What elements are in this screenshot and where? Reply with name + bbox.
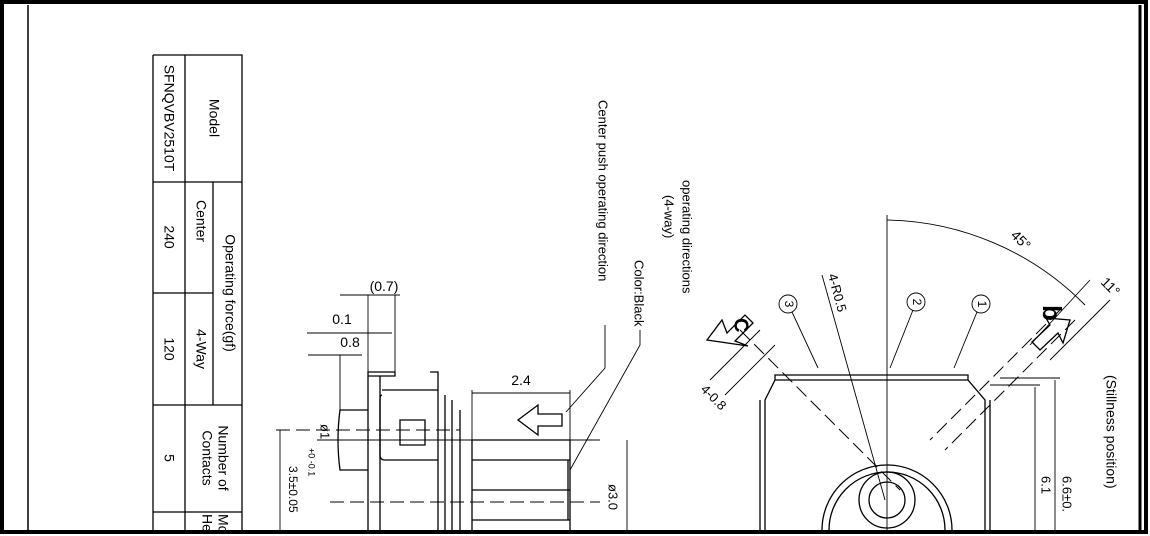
dim-d3-0: ø3.0 [606, 484, 621, 510]
contacts-header-line1: Number of [215, 425, 231, 490]
next-header-line2: He [199, 514, 215, 532]
contacts-header-line2: Contacts [199, 430, 215, 485]
operating-directions-line2: (4-way) [662, 195, 677, 238]
center-push-arrow-icon [516, 403, 563, 437]
pin-marker-1: 1 [971, 294, 991, 314]
svg-text:1: 1 [975, 301, 989, 308]
dim-0-8: 0.8 [340, 334, 360, 350]
chamfer-label: 4-0.8 [698, 382, 730, 414]
spec-table: Model SFNQVBV2510T Operating force(gf) C… [152, 54, 243, 534]
direction-c-arrow-icon [705, 314, 754, 347]
direction-b-label: b [1037, 305, 1067, 321]
angle-11-label: 11° [1098, 274, 1124, 300]
top-view: 3 2 1 operating directions (4-way) C b 4… [662, 180, 1124, 531]
pin-marker-2: 2 [906, 292, 926, 312]
operating-directions-line1: operating directions [680, 180, 695, 294]
side-view: (0.7) 0.1 0.8 2.4 ø1 +0 -0.1 3.5±0.05 ø3… [276, 100, 647, 530]
dim-0-1: 0.1 [332, 311, 352, 327]
dim-6-1: 6.1 [1039, 476, 1054, 494]
dim-3-5: 3.5±0.05 [286, 466, 300, 513]
pin-marker-3: 3 [778, 294, 798, 314]
dim-6-6: 6.6±0. [1060, 476, 1075, 512]
next-header-line1: Mo [215, 514, 231, 534]
operating-force-header: Operating force(gf) [222, 234, 238, 352]
svg-text:2: 2 [910, 299, 924, 306]
svg-text:3: 3 [782, 301, 796, 308]
center-value: 240 [161, 225, 177, 249]
dim-2-4: 2.4 [511, 372, 531, 388]
dim-d1-tolerance: +0 -0.1 [307, 448, 317, 476]
center-push-label: Center push operating direction [596, 100, 611, 281]
color-label: Color:Black [632, 260, 647, 327]
dim-0-7: (0.7) [370, 278, 399, 294]
dim-d1: ø1 [318, 424, 333, 439]
center-header: Center [193, 200, 209, 242]
fourway-header: 4-Way [193, 329, 209, 369]
radius-label: 4-R0.5 [825, 272, 850, 314]
fourway-value: 120 [161, 337, 177, 361]
stillness-position-label: (Stillness position) [1103, 375, 1119, 489]
contacts-value: 5 [161, 454, 177, 462]
angle-45-label: 45° [1008, 227, 1034, 253]
direction-c-label: C [730, 318, 752, 332]
model-header: Model [206, 99, 222, 137]
model-value: SFNQVBV2510T [161, 65, 177, 172]
direction-b-arrow-icon [1031, 317, 1071, 351]
